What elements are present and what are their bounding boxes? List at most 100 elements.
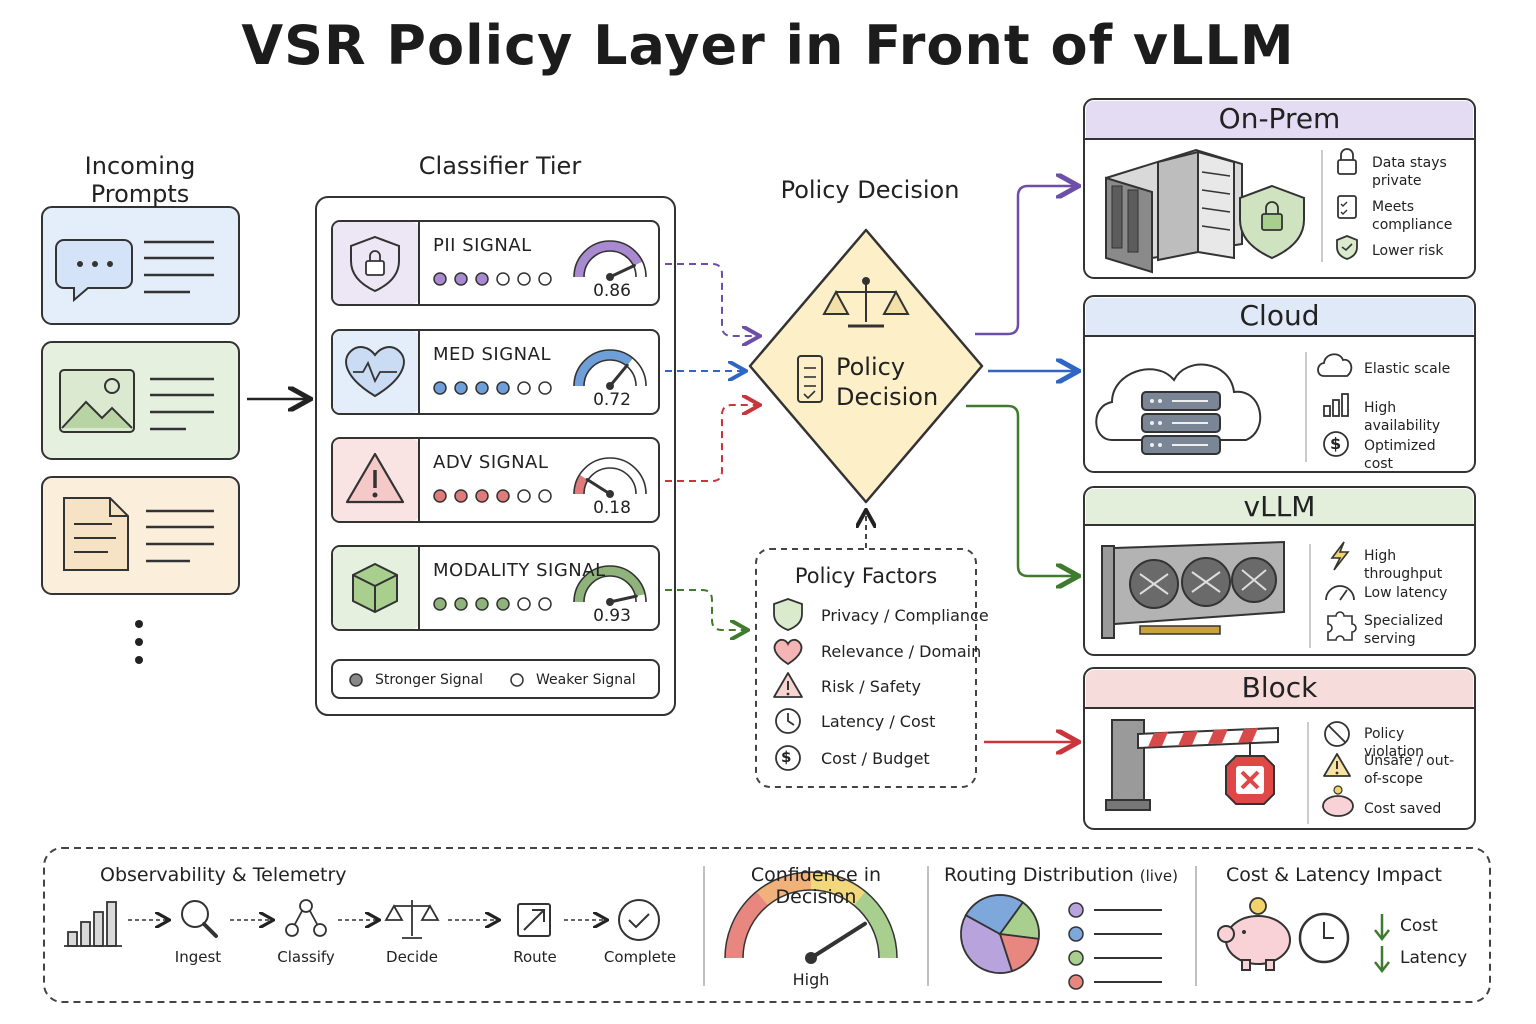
destination-feature: Meets compliance bbox=[1372, 199, 1453, 233]
confidence-level-label: High bbox=[792, 970, 830, 989]
routing-title-suffix: (live) bbox=[1139, 867, 1178, 885]
piggy-bank-icon bbox=[1217, 897, 1291, 971]
latency-down-arrow-icon bbox=[1374, 946, 1390, 974]
pipeline-step-label: Route bbox=[513, 948, 557, 966]
checklist-icon bbox=[797, 355, 823, 403]
server-rack-icon bbox=[1105, 148, 1243, 274]
policy-factors-panel bbox=[755, 548, 977, 788]
signal-gauge bbox=[573, 349, 647, 390]
modality-to-factors-arrow bbox=[665, 589, 746, 630]
destination-feature: Specialized serving bbox=[1364, 613, 1444, 647]
signal-value: 0.18 bbox=[593, 498, 631, 518]
gpu-card-icon bbox=[1101, 540, 1285, 639]
puzzle-icon bbox=[1327, 611, 1357, 641]
policy-factor-label: Privacy / Compliance bbox=[821, 606, 989, 625]
page-title: VSR Policy Layer in Front of vLLM bbox=[241, 14, 1295, 77]
confidence-title: Confidence in Decision bbox=[750, 864, 882, 908]
small-cloud-icon bbox=[1317, 353, 1353, 377]
document-icon bbox=[63, 497, 129, 571]
destination-feature: Policy violation bbox=[1364, 726, 1425, 760]
confidence-gauge bbox=[724, 871, 898, 964]
telemetry-bars-icon bbox=[64, 901, 122, 947]
destination-feature: Lower risk bbox=[1372, 243, 1444, 259]
signal-gauge bbox=[573, 457, 647, 498]
destination-title: vLLM bbox=[1243, 490, 1316, 523]
signal-dot bbox=[433, 381, 447, 395]
cloud-server-icon bbox=[1095, 363, 1262, 455]
signal-gauge bbox=[573, 565, 647, 606]
prohibited-icon bbox=[1324, 721, 1350, 747]
diamond-label: Policy Decision bbox=[836, 352, 938, 412]
signal-dot bbox=[538, 381, 552, 395]
pie-slice bbox=[964, 894, 1025, 936]
classify-tree-icon bbox=[285, 899, 327, 937]
signal-row-3 bbox=[331, 545, 660, 631]
factor-warning-icon bbox=[773, 672, 803, 698]
destination-feature: Cost saved bbox=[1364, 801, 1442, 817]
pipeline-step-label: Classify bbox=[277, 948, 335, 966]
routing-pie-chart bbox=[960, 894, 1040, 974]
policy-factor-label: Latency / Cost bbox=[821, 712, 936, 731]
policy-factor-label: Cost / Budget bbox=[821, 749, 930, 768]
signal-dot bbox=[496, 381, 510, 395]
prompt-card-image bbox=[41, 341, 240, 460]
policy-decision-diamond bbox=[748, 228, 984, 504]
cube-icon bbox=[352, 562, 398, 614]
signal-dot bbox=[538, 597, 552, 611]
signal-dot bbox=[538, 272, 552, 286]
impact-cost-label: Cost bbox=[1400, 916, 1438, 936]
barrier-gate-icon bbox=[1105, 719, 1279, 811]
pipeline-step-label: Complete bbox=[603, 948, 677, 966]
padlock-icon bbox=[1337, 148, 1357, 175]
destination-feature: Low latency bbox=[1364, 585, 1448, 601]
stopwatch-icon bbox=[1298, 912, 1350, 964]
destination-title: Cloud bbox=[1239, 299, 1320, 332]
check-shield-icon bbox=[1336, 235, 1358, 260]
incoming-prompts-heading: Incoming Prompts bbox=[84, 152, 196, 208]
route-arrow-icon bbox=[517, 903, 551, 937]
factor-clock-icon bbox=[775, 708, 801, 734]
destination-feature: Unsafe / out-of-scope bbox=[1364, 753, 1455, 787]
complete-check-icon bbox=[618, 899, 660, 941]
stronger-signal-label: Stronger Signal bbox=[375, 672, 483, 688]
cloud-dollar-glyph: $ bbox=[1330, 434, 1342, 453]
impact-latency-label: Latency bbox=[1400, 948, 1468, 968]
signal-dot bbox=[517, 489, 531, 503]
route-onprem-arrow bbox=[975, 186, 1076, 336]
routing-title: Routing Distribution (live) bbox=[944, 864, 1178, 886]
factor-dollar-icon bbox=[775, 745, 801, 771]
scales-icon bbox=[822, 277, 910, 328]
signal-label: ADV SIGNAL bbox=[433, 452, 549, 473]
warning-triangle-icon bbox=[345, 452, 405, 504]
prompt-card-document bbox=[41, 476, 240, 595]
bar-chart-icon bbox=[1323, 393, 1349, 417]
destination-feature: Data stays private bbox=[1372, 155, 1447, 189]
legend-swatch bbox=[1068, 950, 1084, 966]
legend-swatch bbox=[1068, 926, 1084, 942]
compliance-checklist-icon bbox=[1337, 195, 1357, 219]
legend-swatch bbox=[1068, 974, 1084, 990]
signal-dot bbox=[433, 489, 447, 503]
classifier-tier-heading: Classifier Tier bbox=[418, 152, 582, 180]
signal-dot bbox=[475, 597, 489, 611]
prompt-card-chat bbox=[41, 206, 240, 325]
cost-down-arrow-icon bbox=[1374, 914, 1390, 942]
signal-value: 0.86 bbox=[593, 281, 631, 301]
signal-label: PII SIGNAL bbox=[433, 235, 532, 256]
signal-dot bbox=[454, 272, 468, 286]
stronger-signal-dot bbox=[349, 673, 363, 687]
speedometer-icon bbox=[1325, 585, 1355, 601]
destination-feature: High availability bbox=[1364, 400, 1441, 434]
signal-dot bbox=[496, 597, 510, 611]
observability-panel bbox=[43, 847, 1491, 1003]
routing-legend bbox=[1068, 902, 1162, 990]
stop-sign-icon bbox=[1225, 742, 1275, 805]
signal-dot bbox=[475, 272, 489, 286]
destination-feature: High throughput bbox=[1364, 548, 1443, 582]
chat-bubble-icon bbox=[55, 239, 133, 303]
route-vllm-arrow bbox=[966, 404, 1076, 576]
factor-shield-icon bbox=[773, 598, 803, 631]
lightning-icon bbox=[1330, 541, 1350, 571]
